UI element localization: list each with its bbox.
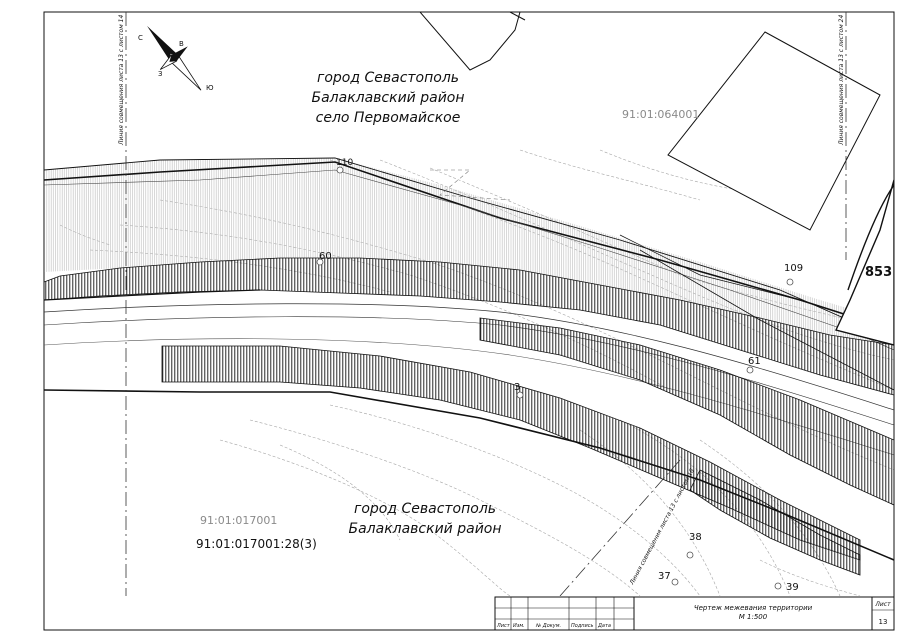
point-38: 38 — [689, 532, 702, 543]
district-south-label: Балаклавский район — [348, 521, 501, 537]
point-61: 61 — [748, 356, 761, 367]
aux-dashed-line-a — [430, 169, 511, 201]
parcel-east-number: 853 — [865, 265, 892, 280]
city-south-label: город Севастополь — [354, 501, 496, 517]
compass-east-label: В — [179, 40, 184, 48]
parcel-east — [835, 179, 894, 346]
point-37: 37 — [658, 571, 671, 582]
cadastral-parcel-south: 91:01:017001:28(3) — [196, 537, 317, 551]
drawing-title: Чертеж межевания территории — [694, 604, 813, 612]
compass-south-label: Ю — [206, 84, 214, 92]
title-col-izm: Изм. — [513, 623, 525, 629]
parcel-north-a — [419, 12, 521, 71]
south-boundary-line — [44, 389, 894, 561]
village-north-label: село Первомайское — [316, 110, 461, 126]
point-110: 110 — [336, 158, 353, 168]
cadastral-block-north: 91:01:064001 — [622, 108, 699, 121]
upper-embankment-zone — [44, 158, 894, 345]
title-col-date: Дата — [597, 623, 611, 629]
south-edge-line — [44, 289, 261, 301]
matchline-diagonal — [559, 459, 681, 596]
title-col-sign: Подпись — [571, 623, 594, 629]
title-block — [494, 596, 895, 631]
road-line-a — [44, 303, 894, 411]
sheet-number: 13 — [879, 618, 888, 626]
cadastral-block-south: 91:01:017001 — [200, 514, 277, 527]
point-3: 3 — [514, 382, 520, 393]
matchline-bottom-label: Линия совмещения листа 13 с листом 16 — [628, 467, 696, 586]
sheet-label: Лист — [874, 601, 891, 608]
drawing-scale: М 1:500 — [739, 613, 768, 621]
matchline-right-label: Линия совмещения листа 13 с листом 24 — [838, 15, 845, 146]
compass-north-label: С — [138, 34, 143, 42]
parcel-north-a-edge — [509, 12, 526, 21]
north-arrow-icon — [147, 25, 202, 91]
title-col-doc: № Докум. — [535, 623, 561, 629]
survey-point-markers — [316, 166, 794, 590]
point-39: 39 — [786, 582, 799, 593]
road-hatched-strip — [44, 257, 894, 396]
point-60: 60 — [319, 251, 332, 262]
district-north-label: Балаклавский район — [311, 90, 464, 106]
title-col-sheet: Лист — [496, 623, 511, 629]
compass-west-label: З — [158, 70, 163, 78]
parcel-north-b — [667, 31, 881, 231]
parcel-east-curve — [847, 184, 894, 291]
matchline-left-label: Линия совмещения листа 13 с листом 14 — [118, 15, 125, 146]
point-109: 109 — [784, 263, 803, 274]
city-north-label: город Севастополь — [317, 70, 459, 86]
aux-dashed-line-b — [619, 234, 801, 301]
lower-slope-ribbon — [689, 469, 861, 576]
north-boundary-line-2 — [44, 157, 894, 341]
aux-diagonal — [639, 249, 894, 391]
slope-hatched-strip — [479, 317, 894, 506]
